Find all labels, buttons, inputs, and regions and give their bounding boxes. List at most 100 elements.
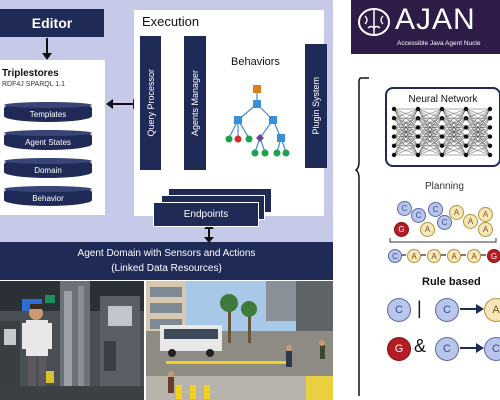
agent-domain-banner: Agent Domain with Sensors and Actions (L… bbox=[0, 242, 333, 280]
store-behavior: Behavior bbox=[4, 186, 92, 206]
plan-seq-c: C bbox=[388, 249, 402, 263]
rule-node-c: C bbox=[435, 298, 459, 322]
nn-neuron bbox=[391, 106, 397, 112]
nn-neuron bbox=[391, 116, 397, 121]
planning-bracket-line bbox=[389, 238, 497, 256]
plan-seq-g: G bbox=[487, 249, 500, 263]
tree-node bbox=[234, 116, 242, 124]
tree-leaf bbox=[261, 149, 269, 157]
store-agent-states: Agent States bbox=[4, 130, 92, 150]
nn-edge bbox=[441, 118, 467, 156]
nn-neuron bbox=[487, 152, 493, 158]
nn-edge bbox=[465, 108, 491, 119]
agent-domain-line1: Agent Domain with Sensors and Actions bbox=[77, 248, 256, 259]
neural-network-graph bbox=[391, 106, 493, 158]
nn-edge bbox=[393, 118, 419, 156]
query-processor-box: Query Processor bbox=[140, 36, 161, 170]
nn-edge bbox=[393, 108, 419, 128]
store-templates: Templates bbox=[4, 102, 92, 122]
nn-neuron bbox=[415, 125, 421, 130]
endpoints-box: Endpoints bbox=[153, 202, 259, 227]
nn-neuron bbox=[463, 143, 469, 148]
rule-node-c: C bbox=[484, 337, 500, 361]
plugin-system-box: Plugin System bbox=[305, 44, 327, 168]
nn-edge bbox=[417, 108, 443, 128]
agents-manager-box: Agents Manager bbox=[184, 36, 206, 170]
plan-node-a: A bbox=[478, 222, 493, 237]
triplestores-title: Triplestores bbox=[2, 68, 59, 79]
behavior-tree-diagram bbox=[225, 85, 290, 157]
plan-node-c: C bbox=[437, 215, 452, 230]
nn-edge bbox=[465, 118, 491, 156]
nn-neuron bbox=[439, 152, 445, 158]
triplestores-subtitle: RDF4J SPARQL 1.1 bbox=[2, 81, 66, 88]
nn-edge bbox=[417, 118, 443, 156]
nn-edge bbox=[393, 108, 419, 156]
lab-simulation-image bbox=[0, 281, 144, 400]
nn-neuron bbox=[415, 106, 421, 112]
triplestores-box: Triplestores RDF4J SPARQL 1.1 Templates … bbox=[0, 60, 105, 215]
nn-edge bbox=[465, 108, 491, 156]
ajan-logo-tagline: Accessible Java Agent Nucle bbox=[397, 40, 481, 47]
nn-neuron bbox=[391, 125, 397, 130]
rule-node-c: C bbox=[435, 337, 459, 361]
nn-edge bbox=[417, 127, 443, 156]
execution-label: Execution bbox=[142, 14, 200, 29]
nn-neuron bbox=[487, 125, 493, 130]
nn-edge bbox=[417, 108, 443, 119]
tree-node bbox=[269, 116, 277, 124]
nn-neuron bbox=[463, 152, 469, 158]
nn-edge bbox=[441, 108, 467, 146]
rule-or-symbol: | bbox=[417, 298, 422, 318]
nn-neuron bbox=[463, 134, 469, 139]
nn-edge bbox=[465, 108, 491, 137]
nn-edge bbox=[417, 145, 443, 156]
city-simulation-image bbox=[146, 281, 333, 400]
nn-edge bbox=[465, 108, 491, 128]
rule-arrows bbox=[460, 304, 484, 353]
query-processor-label: Query Processor bbox=[145, 69, 156, 137]
plan-seq-a: A bbox=[407, 249, 421, 263]
nn-neuron bbox=[439, 125, 445, 130]
plan-node-c: C bbox=[428, 202, 443, 217]
execution-box: Execution bbox=[134, 10, 324, 216]
tree-leaf bbox=[234, 135, 242, 143]
plan-seq-a: A bbox=[427, 249, 441, 263]
tree-leaf bbox=[225, 135, 233, 143]
nn-edge bbox=[465, 145, 491, 156]
nn-edge bbox=[417, 136, 443, 156]
nn-neuron bbox=[415, 152, 421, 158]
nn-edge bbox=[441, 108, 467, 156]
nn-neuron bbox=[415, 134, 421, 139]
rule-and-symbol: & bbox=[414, 336, 427, 356]
nn-neuron bbox=[391, 152, 397, 158]
nn-neuron bbox=[415, 116, 421, 121]
rule-node-g: G bbox=[387, 337, 411, 361]
tree-leaf bbox=[251, 149, 259, 157]
ajan-logo: AJAN Accessible Java Agent Nucle bbox=[351, 0, 500, 54]
tree-node bbox=[256, 134, 264, 142]
plan-node-a: A bbox=[449, 205, 464, 220]
brain-logo-icon bbox=[358, 8, 390, 36]
store-agent-states-label: Agent States bbox=[25, 137, 71, 147]
nn-edge bbox=[465, 136, 491, 156]
nn-neuron bbox=[415, 143, 421, 148]
nn-edge bbox=[393, 136, 419, 156]
agents-manager-label: Agents Manager bbox=[190, 69, 200, 137]
plan-node-a: A bbox=[420, 222, 435, 237]
nn-neuron bbox=[463, 125, 469, 130]
nn-edge bbox=[441, 145, 467, 156]
store-templates-label: Templates bbox=[29, 109, 67, 119]
nn-neuron bbox=[439, 134, 445, 139]
tree-leaf bbox=[273, 149, 281, 157]
agent-domain-line2: (Linked Data Resources) bbox=[111, 263, 222, 274]
nn-edge bbox=[441, 108, 467, 119]
nn-edge bbox=[417, 108, 443, 156]
store-domain-label: Domain bbox=[34, 165, 62, 175]
neural-network-label: Neural Network bbox=[408, 94, 478, 105]
tree-leaf bbox=[282, 149, 290, 157]
nn-edge bbox=[465, 108, 491, 146]
ajan-logo-text: AJAN bbox=[395, 3, 476, 36]
plan-seq-a: A bbox=[467, 249, 481, 263]
plan-node-c: C bbox=[397, 201, 412, 216]
